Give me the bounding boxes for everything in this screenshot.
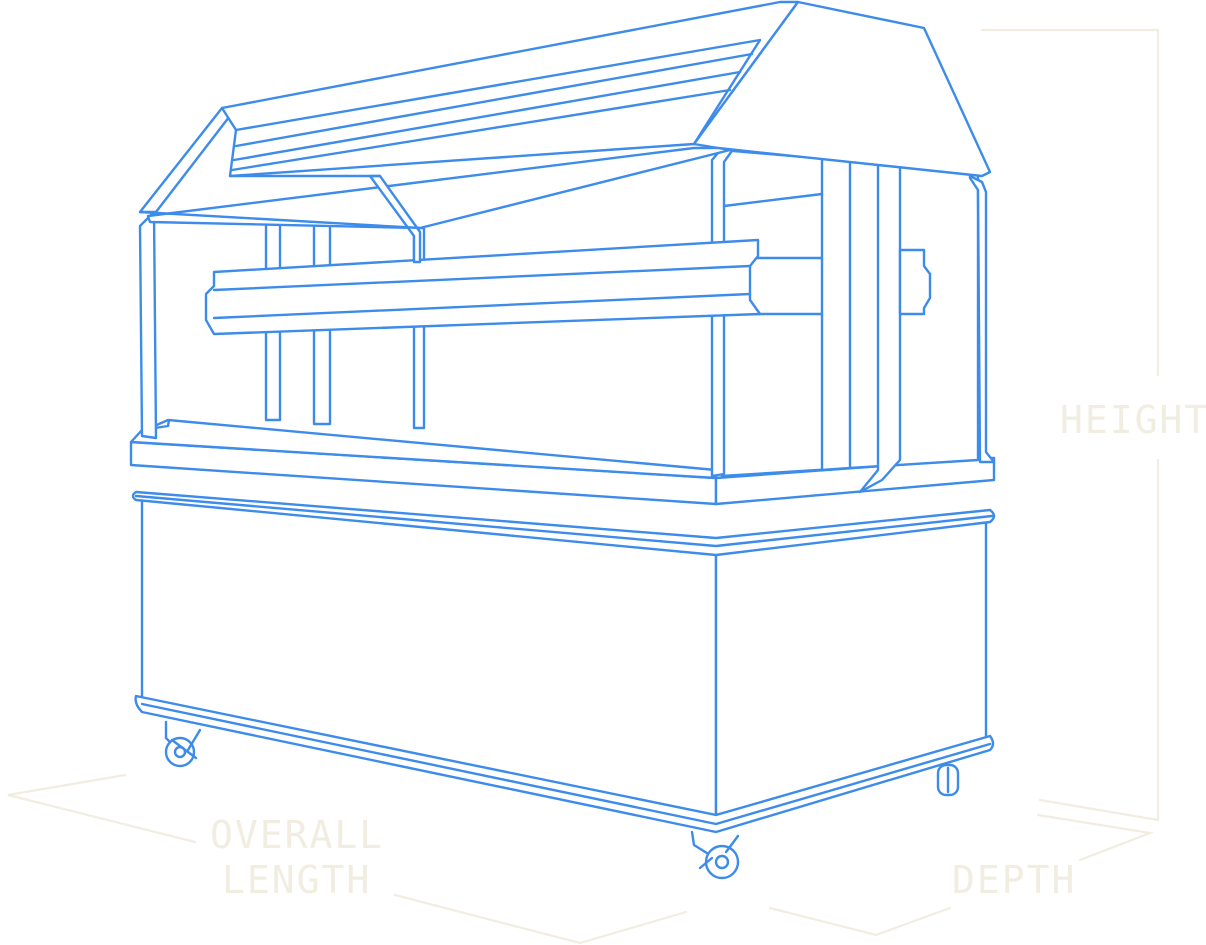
bottom-rail [134,694,995,834]
base-cabinet [131,490,996,834]
height-bracket [980,28,1160,822]
height-label: HEIGHT [1060,398,1206,442]
roof-left-gable [138,106,238,214]
crossbar [204,238,762,336]
dimension-guides: HEIGHT OVERALL LENGTH DEPTH [7,28,1206,945]
depth-label: DEPTH [952,858,1076,902]
depth-guide [768,813,1155,937]
canopy-roof [138,0,992,264]
hutch-frame [138,144,996,494]
caster-center [690,830,740,880]
overall-length-guide [7,773,688,945]
side-bracket [898,248,932,316]
caster-right [936,763,960,797]
roof-eave [146,146,732,230]
cart-illustration [129,0,996,880]
caster-left [164,720,202,768]
overall-length-label-line1: OVERALL [210,813,384,857]
overall-length-label-line2: LENGTH [222,858,371,902]
